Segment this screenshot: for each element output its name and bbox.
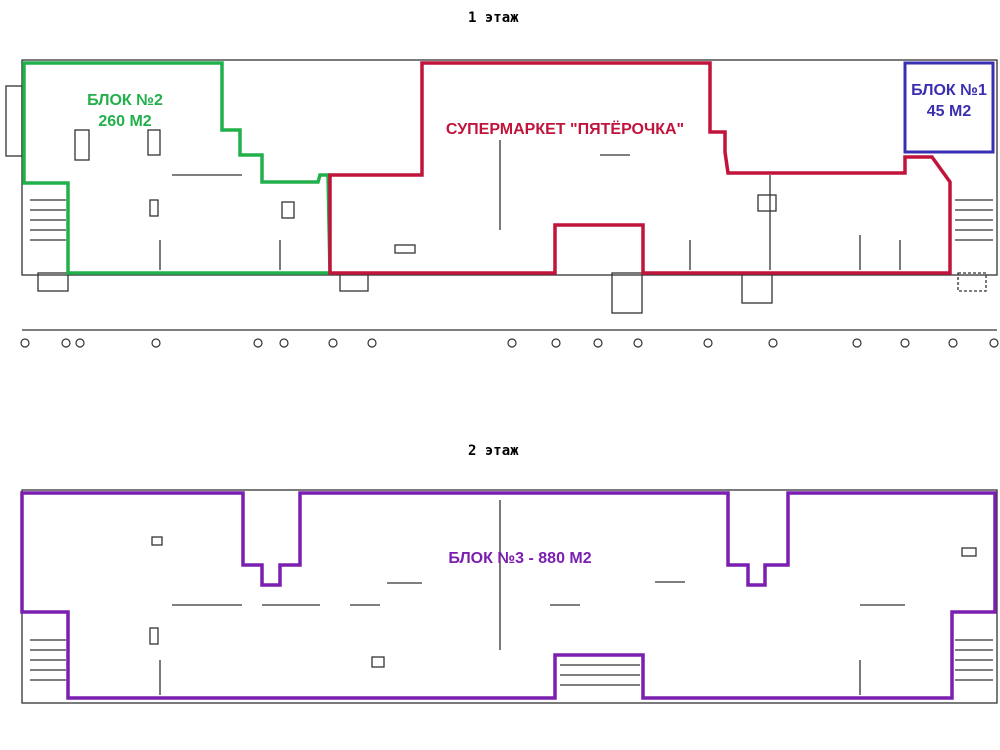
floor2-title: 2 этаж	[468, 443, 519, 459]
block2-area: 260 М2	[98, 113, 152, 130]
supermarket-outline	[328, 61, 952, 275]
block1-name: БЛОК №1	[911, 82, 987, 99]
floor1-walls	[5, 59, 998, 314]
block1-label: БЛОК №1 45 М2	[903, 80, 995, 122]
block2-outline	[22, 61, 332, 275]
block3-label: БЛОК №3 - 880 М2	[448, 550, 592, 567]
floor1-title: 1 этаж	[468, 10, 519, 26]
block3-outline	[20, 491, 997, 700]
block2-label: БЛОК №2 260 М2	[70, 90, 180, 132]
supermarket-label: СУПЕРМАРКЕТ "ПЯТЁРОЧКА"	[445, 121, 685, 138]
block2-name: БЛОК №2	[87, 92, 163, 109]
floor2-walls	[21, 489, 998, 704]
floor1-axis-line	[20, 329, 999, 348]
block1-area: 45 М2	[926, 103, 972, 120]
block1-outline	[903, 61, 995, 154]
